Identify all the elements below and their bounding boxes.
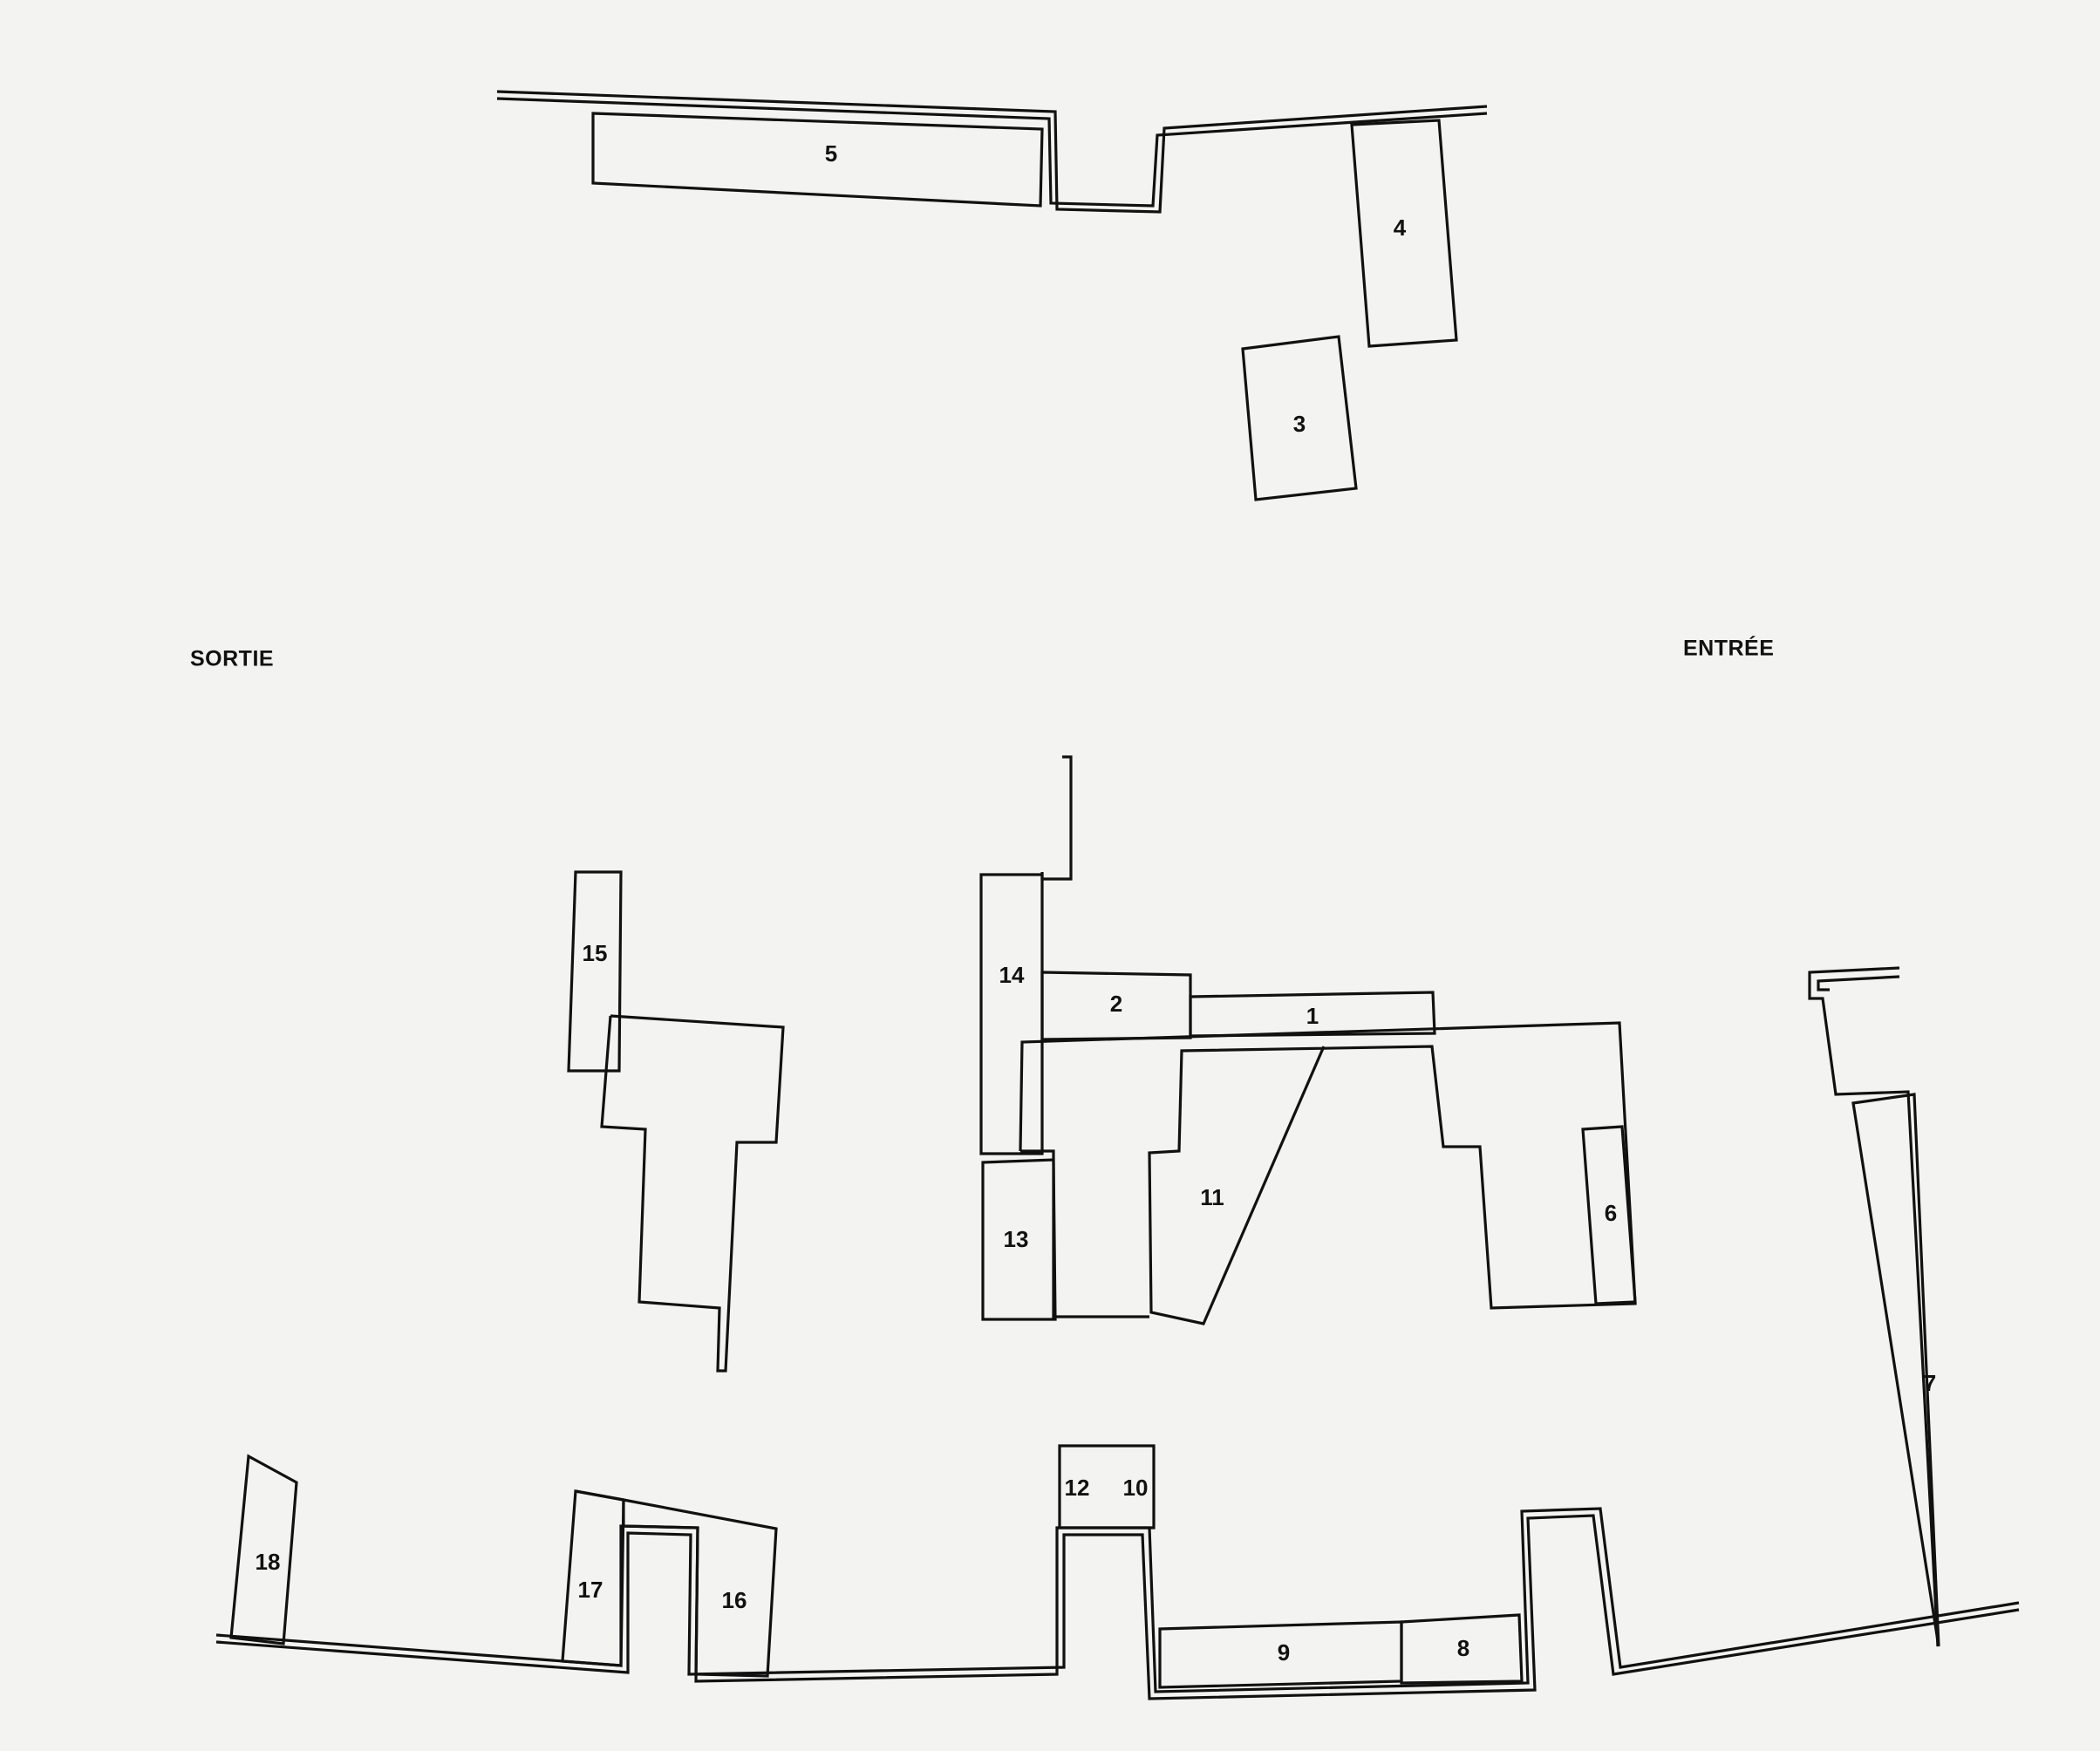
zone-12-10 (1058, 1444, 1156, 1530)
zone-label-6: 6 (1605, 1200, 1617, 1226)
zone-label-7: 7 (1924, 1370, 1936, 1396)
zone-label-4: 4 (1394, 215, 1407, 241)
zone-18 (229, 1454, 298, 1645)
exit-label: SORTIE (190, 647, 274, 671)
zone-5 (591, 112, 1044, 208)
zone-13 (981, 1158, 1057, 1321)
zone-3 (1241, 335, 1358, 501)
zone-7 (1851, 1093, 1940, 1647)
zone-1 (1189, 991, 1436, 1038)
zone-label-11: 11 (1200, 1184, 1224, 1210)
zone-16 (622, 1498, 778, 1678)
zone-label-9: 9 (1278, 1639, 1290, 1666)
zone-6 (1581, 1125, 1637, 1305)
zone-label-12: 12 (1065, 1475, 1090, 1501)
zone-label-1: 1 (1306, 1003, 1319, 1029)
zone-label-16: 16 (722, 1587, 747, 1613)
zone-label-14: 14 (999, 962, 1025, 988)
central-complex (979, 755, 1637, 1325)
zone-label-8: 8 (1457, 1635, 1469, 1661)
zone-15 (567, 870, 623, 1073)
zone-label-10: 10 (1123, 1475, 1149, 1501)
bottom-wall (215, 1507, 2020, 1700)
zone-label-17: 17 (578, 1577, 603, 1603)
zone-8 (1400, 1613, 1524, 1685)
zone-label-3: 3 (1293, 411, 1306, 437)
zone-7-group (1808, 966, 1940, 1647)
zone-label-5: 5 (825, 140, 837, 167)
zone-label-2: 2 (1110, 991, 1122, 1017)
top-wall (496, 90, 1488, 214)
zone-15-group (567, 870, 785, 1373)
entrance-label: ENTRÉE (1683, 636, 1774, 661)
zone-14 (979, 873, 1044, 1155)
zone-label-15: 15 (583, 940, 608, 966)
zone-label-18: 18 (256, 1549, 281, 1575)
zone-4 (1350, 119, 1458, 348)
zone-label-13: 13 (1004, 1226, 1029, 1252)
